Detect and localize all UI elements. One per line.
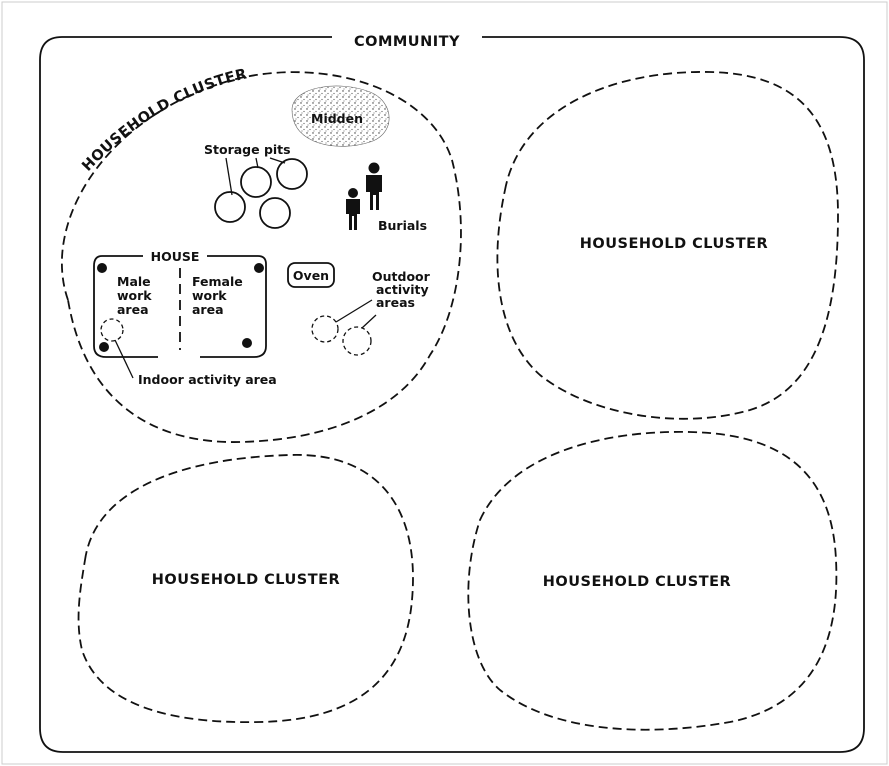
cluster-3-outline — [77, 454, 414, 724]
storage-pits-leader-1 — [225, 157, 233, 196]
burial-figure-2 — [366, 162, 382, 210]
cluster-1-label: HOUSEHOLD CLUSTER — [79, 66, 248, 174]
house-label: HOUSE — [151, 249, 200, 264]
cluster-4-outline — [467, 431, 838, 731]
indoor-activity-area-circle — [100, 318, 124, 342]
male-work-area-label: Male work area — [117, 274, 156, 317]
outdoor-activity-area-2 — [342, 326, 372, 356]
cluster-2-label: HOUSEHOLD CLUSTER — [580, 236, 768, 252]
indoor-activity-area-label: Indoor activity area — [138, 372, 277, 387]
cluster-1-outline — [61, 71, 462, 443]
oven-label: Oven — [293, 268, 329, 283]
house-outline-right — [200, 255, 267, 358]
outdoor-activity-areas-label: Outdoor activity areas — [372, 269, 434, 310]
storage-pit-2 — [240, 166, 272, 198]
storage-pits-leader-2 — [255, 157, 259, 169]
house-outline — [93, 255, 158, 358]
storage-pits-leader-3 — [269, 157, 286, 164]
outdoor-activity-leader-2 — [361, 314, 377, 329]
community-title: COMMUNITY — [354, 34, 460, 50]
burial-figure-1 — [346, 188, 360, 230]
cluster-2-outline — [496, 71, 839, 420]
cluster-4-label: HOUSEHOLD CLUSTER — [543, 574, 731, 590]
oven-outline — [287, 262, 335, 288]
outdoor-activity-leader-1 — [335, 299, 373, 323]
house-post-1 — [97, 263, 107, 273]
storage-pit-4 — [259, 197, 291, 229]
indoor-activity-leader — [114, 339, 134, 379]
midden-label: Midden — [311, 111, 363, 126]
midden-shape — [291, 85, 390, 147]
female-work-area-label: Female work area — [192, 274, 247, 317]
outdoor-activity-area-1 — [311, 315, 339, 343]
house-post-2 — [254, 263, 264, 273]
house-post-3 — [99, 342, 109, 352]
storage-pit-3 — [276, 158, 308, 190]
community-boundary — [39, 36, 865, 753]
cluster-3-label: HOUSEHOLD CLUSTER — [152, 572, 340, 588]
house-post-4 — [242, 338, 252, 348]
burials-label: Burials — [378, 218, 427, 233]
storage-pit-1 — [214, 191, 246, 223]
storage-pits-label: Storage pits — [204, 142, 291, 157]
